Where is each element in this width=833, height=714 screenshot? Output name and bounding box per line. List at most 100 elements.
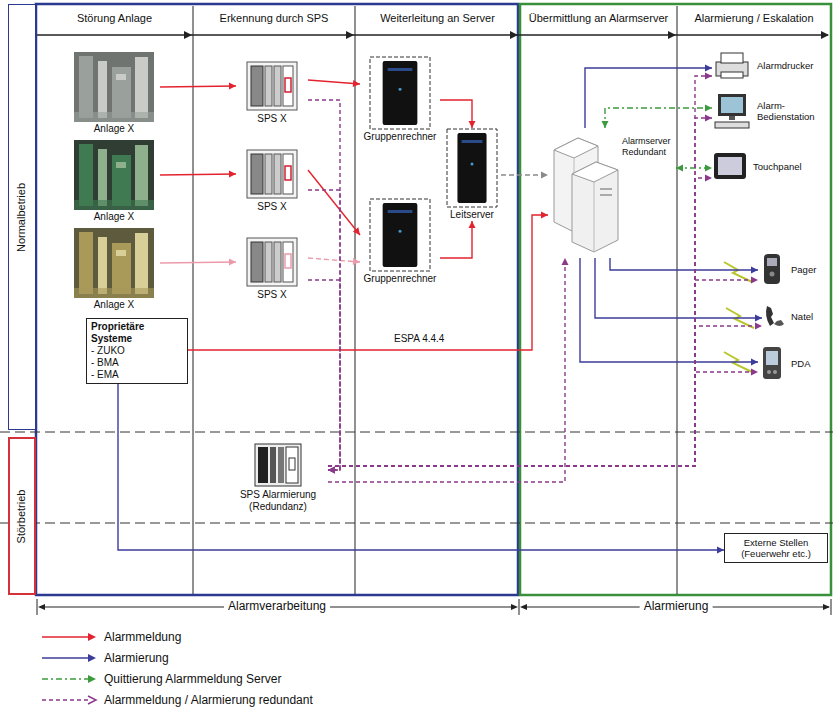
node-text: Alarm- Bedienstation bbox=[757, 100, 823, 122]
header-arrow bbox=[821, 31, 829, 39]
arrow-head bbox=[751, 359, 758, 366]
arrow-head bbox=[562, 258, 569, 265]
alarm-servers bbox=[548, 128, 622, 254]
arrow-head bbox=[755, 323, 762, 330]
group-computer: Gruppenrechner bbox=[360, 198, 440, 285]
plc-icon bbox=[245, 148, 299, 200]
mode-divider bbox=[0, 432, 833, 433]
icon-holder bbox=[236, 236, 308, 288]
connector bbox=[118, 384, 724, 550]
label-holder: Alarmierung / Eskalation bbox=[677, 12, 831, 25]
connector bbox=[595, 258, 762, 318]
device-node: Natel bbox=[762, 302, 813, 330]
connector bbox=[308, 100, 340, 470]
column-header: Weiterleitung an Server bbox=[355, 12, 520, 25]
column-line bbox=[355, 6, 356, 594]
connector bbox=[328, 326, 762, 466]
connector bbox=[188, 215, 548, 350]
connector bbox=[160, 262, 236, 263]
node-text: Störbetrieb bbox=[16, 489, 29, 543]
systems-box: Proprietäre Systeme- ZUKO- BMA- EMA bbox=[86, 318, 188, 384]
plant-node: Anlage X bbox=[68, 52, 160, 135]
touchpanel-icon bbox=[712, 150, 748, 182]
alerting-region bbox=[520, 4, 831, 595]
icon-holder bbox=[712, 50, 752, 80]
dimension-label: Alarmierung bbox=[640, 599, 713, 613]
node-text: SPS Alarmierung (Redundanz) bbox=[228, 489, 328, 513]
arrow-head bbox=[229, 259, 236, 266]
connector bbox=[610, 258, 758, 270]
legend-text: Alarmierung bbox=[104, 651, 169, 665]
label-holder: Erkennung durch SPS bbox=[193, 12, 355, 25]
icon-holder bbox=[236, 60, 308, 112]
node-text: Proprietäre Systeme bbox=[91, 321, 183, 345]
plc-node: SPS X bbox=[236, 236, 308, 301]
arrow-head bbox=[751, 369, 758, 376]
pager-icon bbox=[758, 252, 786, 286]
plant-photo bbox=[74, 52, 154, 122]
arrow-head bbox=[717, 547, 724, 554]
connector bbox=[328, 258, 565, 482]
arrow-head bbox=[469, 221, 476, 228]
icon-holder bbox=[360, 198, 440, 272]
connector bbox=[501, 174, 548, 175]
node-text: SPS X bbox=[236, 201, 308, 213]
arrow-head bbox=[229, 171, 236, 178]
device-node: Touchpanel bbox=[712, 150, 802, 182]
arrow-head bbox=[705, 65, 712, 72]
alarm-plc: SPS Alarmierung (Redundanz) bbox=[228, 442, 328, 513]
header-arrow bbox=[346, 31, 354, 39]
node-text: Natel bbox=[791, 311, 813, 322]
connector bbox=[308, 258, 360, 262]
plc-icon bbox=[245, 60, 299, 112]
connector bbox=[308, 280, 340, 470]
mode-divider bbox=[0, 523, 833, 524]
node-text: Anlage X bbox=[68, 211, 160, 223]
node-text: Anlage X bbox=[68, 123, 160, 135]
plant-photo bbox=[74, 140, 154, 210]
arrow-head bbox=[353, 80, 360, 87]
legend-text: Alarmmeldung / Alarmierung redundant bbox=[104, 693, 313, 707]
header-arrow bbox=[668, 31, 676, 39]
node-text: Alarmdrucker bbox=[757, 60, 814, 71]
node-text: Gruppenrechner bbox=[360, 273, 440, 285]
header-arrow bbox=[510, 31, 518, 39]
icon-holder bbox=[228, 442, 328, 488]
node-text: SPS X bbox=[236, 289, 308, 301]
icon-holder bbox=[758, 345, 786, 381]
edge-label: ESPA 4.4.4 bbox=[392, 333, 446, 345]
device-node: Alarmdrucker bbox=[712, 50, 814, 80]
node-text: Alarmserver Redundant bbox=[622, 136, 676, 158]
workstation-icon bbox=[712, 92, 752, 130]
node-text: PDA bbox=[791, 358, 811, 369]
arrow-head bbox=[353, 227, 360, 235]
dimension-arrow bbox=[823, 604, 830, 610]
dimension-arrow bbox=[511, 604, 518, 610]
label-holder: Übermittlung an Alarmserver bbox=[520, 12, 677, 25]
processing-region bbox=[36, 4, 518, 595]
plant-node: Anlage X bbox=[68, 140, 160, 223]
icon-holder bbox=[236, 148, 308, 200]
arrow-head bbox=[541, 172, 548, 179]
connector bbox=[160, 86, 236, 87]
legend-line bbox=[42, 657, 88, 659]
arrow-head bbox=[328, 467, 335, 474]
connector bbox=[308, 80, 360, 84]
label-holder: Störung Anlage bbox=[36, 12, 193, 25]
label-holder: Weiterleitung an Server bbox=[355, 12, 520, 25]
icon-holder bbox=[68, 228, 160, 298]
label-holder: Alarmierung bbox=[640, 599, 713, 613]
arrow-head bbox=[469, 121, 476, 128]
node-text: - BMA bbox=[91, 357, 183, 369]
arrow-head bbox=[705, 73, 712, 80]
edge-label-holder: ESPA 4.4.4 bbox=[392, 333, 446, 345]
connector bbox=[328, 76, 712, 466]
icon-holder bbox=[758, 252, 786, 286]
arrow-head bbox=[755, 315, 762, 322]
printer-icon bbox=[712, 50, 752, 80]
legend-holder: Quittierung Alarmmeldung Server bbox=[104, 672, 281, 686]
icon-holder bbox=[68, 140, 160, 210]
icon-holder bbox=[68, 52, 160, 122]
legend-text: Alarmmeldung bbox=[104, 630, 181, 644]
